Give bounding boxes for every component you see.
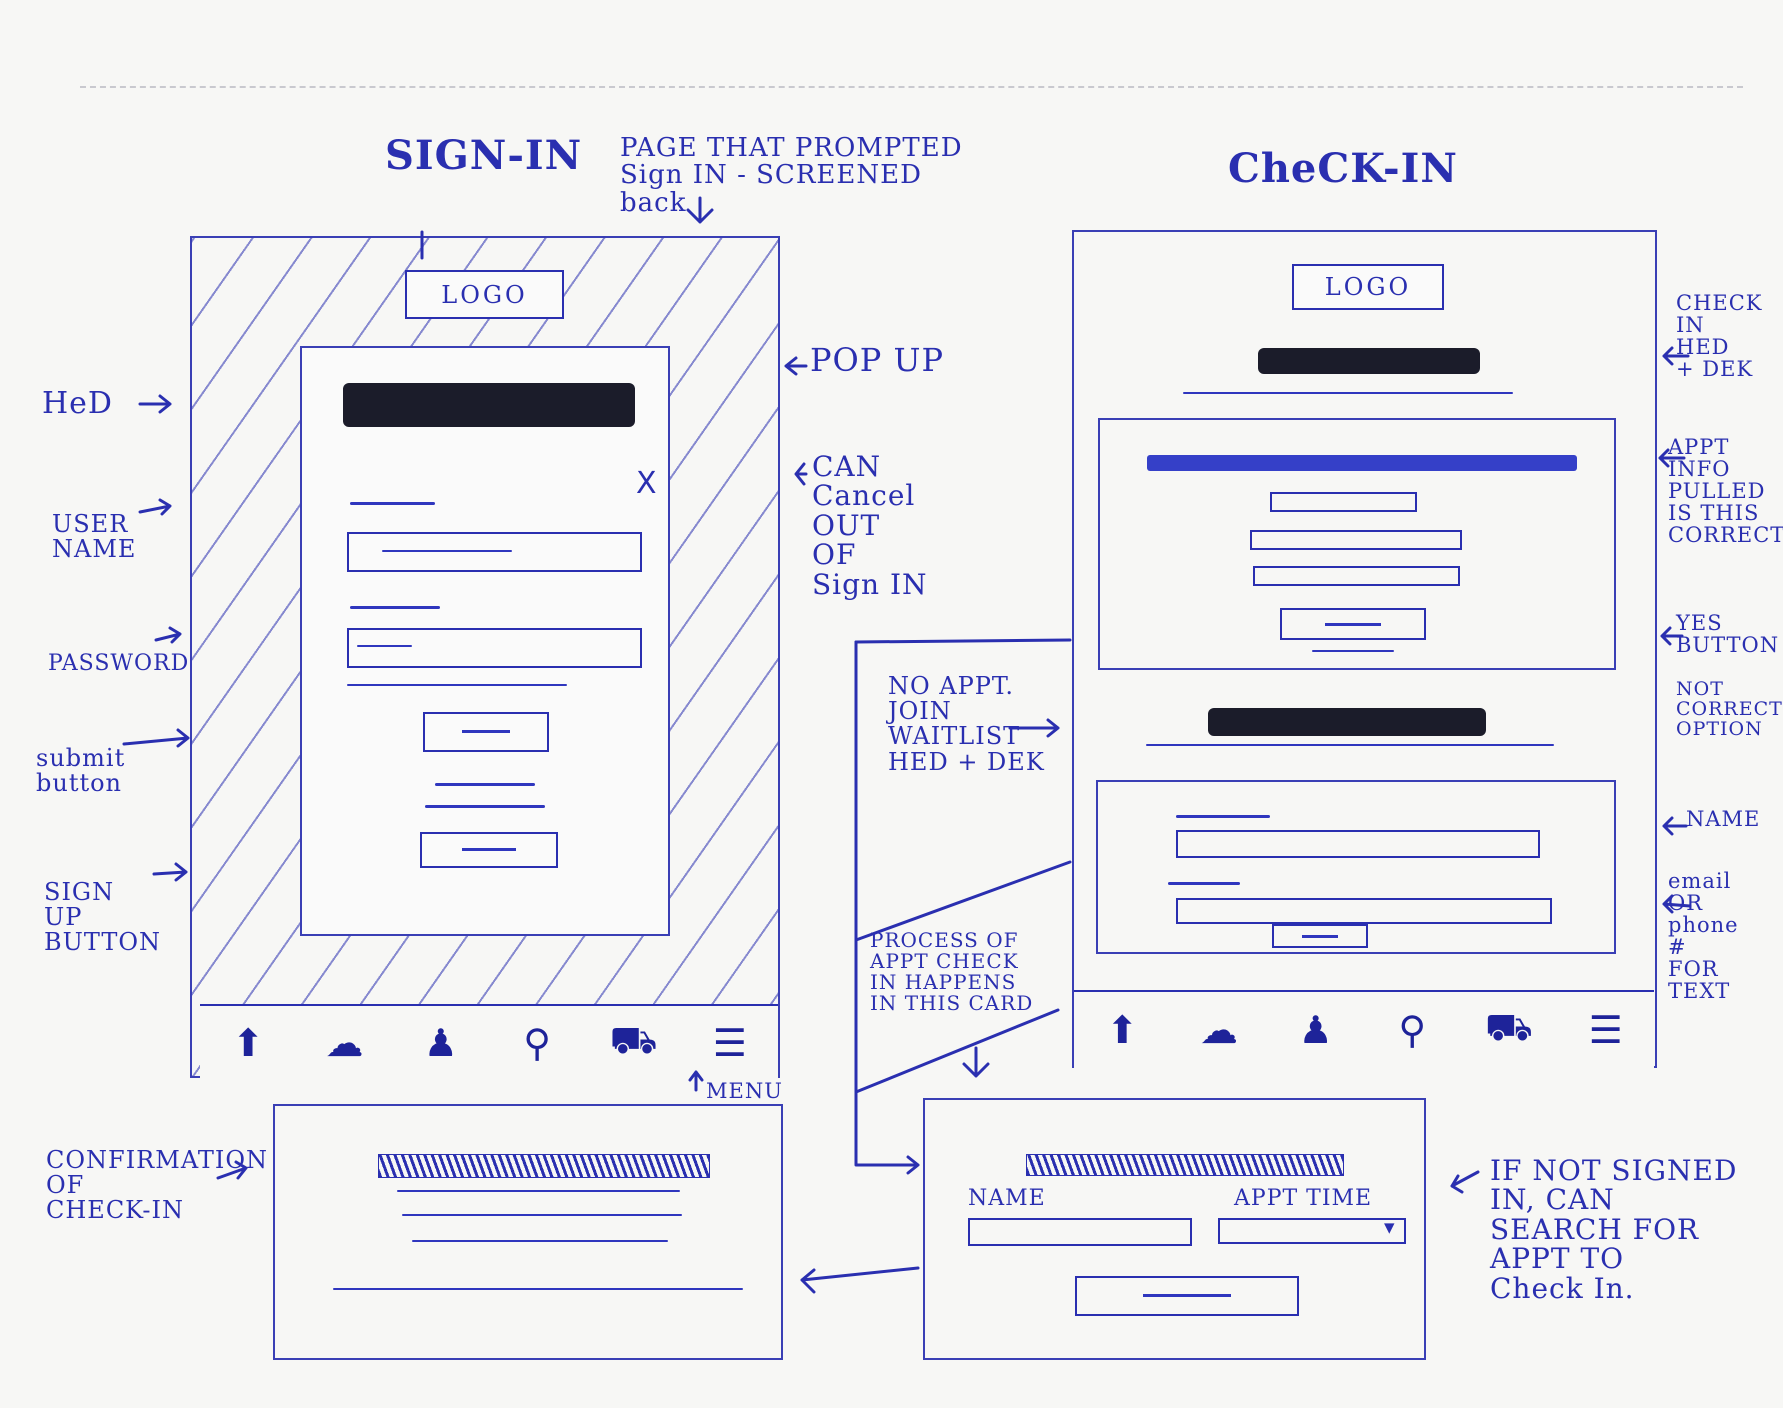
signup-text-line-2 <box>425 805 545 808</box>
confirmation-line-1 <box>397 1190 680 1192</box>
check-in-hed-bar <box>1258 348 1480 374</box>
confirmation-line-4 <box>333 1288 743 1290</box>
email-label-line <box>1168 882 1240 885</box>
confirmation-card <box>273 1104 783 1360</box>
password-label-line <box>350 606 440 609</box>
cart-icon[interactable]: ⛟ <box>609 1018 658 1062</box>
menu-icon[interactable]: ☰ <box>712 1021 747 1065</box>
not-correct-link[interactable] <box>1312 650 1394 652</box>
password-placeholder <box>357 645 412 647</box>
check-in-title: CheCK-IN <box>1228 145 1458 192</box>
appt-info-hed <box>1147 455 1577 471</box>
paper-guides <box>80 86 1743 88</box>
chat-icon[interactable]: ☁ <box>325 1021 364 1065</box>
waitlist-submit-button[interactable] <box>1272 924 1368 948</box>
popup-hed-bar <box>343 383 635 427</box>
appt-info-card <box>1098 418 1616 670</box>
appt-info-line-3 <box>1253 566 1460 586</box>
yes-button[interactable] <box>1280 608 1426 640</box>
search-card-hed <box>1026 1154 1344 1176</box>
page-prompted-note: PAGE THAT PROMPTED Sign IN - SCREENED ba… <box>620 133 963 218</box>
check-in-navbar: ⬆ ☁ ♟ ⚲ ⛟ ☰ <box>1074 990 1654 1068</box>
appt-info-line-1 <box>1270 492 1417 512</box>
password-underline <box>347 684 567 686</box>
sign-in-popup <box>300 346 670 936</box>
username-label-line <box>350 502 435 505</box>
annotation-no-appt: NO APPT. JOIN WAITLIST HED + DEK <box>888 672 1045 776</box>
annotation-yes-button: YES BUTTON <box>1676 611 1780 658</box>
annotation-not-correct: NOT CORRECT OPTION <box>1676 678 1783 740</box>
cart-icon[interactable]: ⛟ <box>1485 1005 1533 1049</box>
check-in-dek-line <box>1183 392 1513 394</box>
name-label-line <box>1176 815 1270 818</box>
waitlist-card <box>1096 780 1616 954</box>
chat-icon[interactable]: ☁ <box>1199 1008 1238 1052</box>
annotation-hed: HeD <box>42 386 113 421</box>
person-icon[interactable]: ♟ <box>1298 1008 1333 1052</box>
search-name-label: NAME <box>968 1186 1046 1211</box>
annotation-pop-up: POP UP <box>810 341 944 379</box>
confirmation-line-3 <box>412 1240 668 1242</box>
menu-icon[interactable]: ☰ <box>1588 1008 1623 1052</box>
chevron-down-icon[interactable]: ▾ <box>1384 1215 1396 1239</box>
sign-in-logo: LOGO <box>405 270 564 319</box>
search-submit-button[interactable] <box>1075 1276 1299 1316</box>
home-arrow-icon[interactable]: ⬆ <box>1106 1008 1139 1052</box>
search-name-input[interactable] <box>968 1218 1192 1246</box>
password-input[interactable] <box>347 628 642 668</box>
sign-in-navbar: ⬆ ☁ ♟ ⚲ ⛟ ☰ <box>200 1004 778 1080</box>
confirmation-line-2 <box>402 1214 682 1216</box>
annotation-name: NAME <box>1686 807 1761 831</box>
annotation-process: PROCESS OF APPT CHECK IN HAPPENS IN THIS… <box>870 928 1034 1015</box>
appt-time-select[interactable] <box>1218 1218 1406 1244</box>
check-in-logo: LOGO <box>1292 264 1444 310</box>
annotation-appt-info: APPT INFO PULLED IS THIS CORRECT? <box>1668 435 1783 548</box>
annotation-user-name: USER NAME <box>52 510 137 564</box>
search-appt-time-label: APPT TIME <box>1234 1186 1373 1211</box>
waitlist-dek-line <box>1146 744 1554 746</box>
annotation-check-in-hed: CHECK IN HED + DEK <box>1676 291 1763 382</box>
home-arrow-icon[interactable]: ⬆ <box>232 1021 265 1065</box>
appt-info-line-2 <box>1250 530 1462 550</box>
sign-up-button[interactable] <box>420 832 558 868</box>
close-icon[interactable]: X <box>636 466 657 501</box>
username-input[interactable] <box>347 532 642 572</box>
confirmation-hed <box>378 1154 710 1178</box>
annotation-can-cancel: CAN Cancel OUT OF Sign IN <box>812 450 928 601</box>
annotation-if-not-signed: IF NOT SIGNED IN, CAN SEARCH FOR APPT TO… <box>1490 1154 1738 1305</box>
search-icon[interactable]: ⚲ <box>1398 1008 1427 1052</box>
search-appt-card <box>923 1098 1426 1360</box>
submit-button[interactable] <box>423 712 549 752</box>
waitlist-hed-bar <box>1208 708 1486 736</box>
signup-text-line-1 <box>435 783 535 786</box>
name-input[interactable] <box>1176 830 1540 858</box>
menu-note: MENU <box>706 1079 783 1103</box>
annotation-sign-up: SIGN UP BUTTON <box>44 878 161 957</box>
email-phone-input[interactable] <box>1176 898 1552 924</box>
annotation-submit: submit button <box>36 744 126 798</box>
annotation-password: PASSWORD <box>48 651 190 676</box>
person-icon[interactable]: ♟ <box>423 1021 458 1065</box>
sign-in-title: SIGN-IN <box>385 132 583 179</box>
annotation-confirmation: CONFIRMATION OF CHECK-IN <box>46 1146 268 1225</box>
search-icon[interactable]: ⚲ <box>523 1021 552 1065</box>
annotation-email: email OR phone # FOR TEXT <box>1668 869 1739 1004</box>
username-placeholder <box>382 550 512 552</box>
